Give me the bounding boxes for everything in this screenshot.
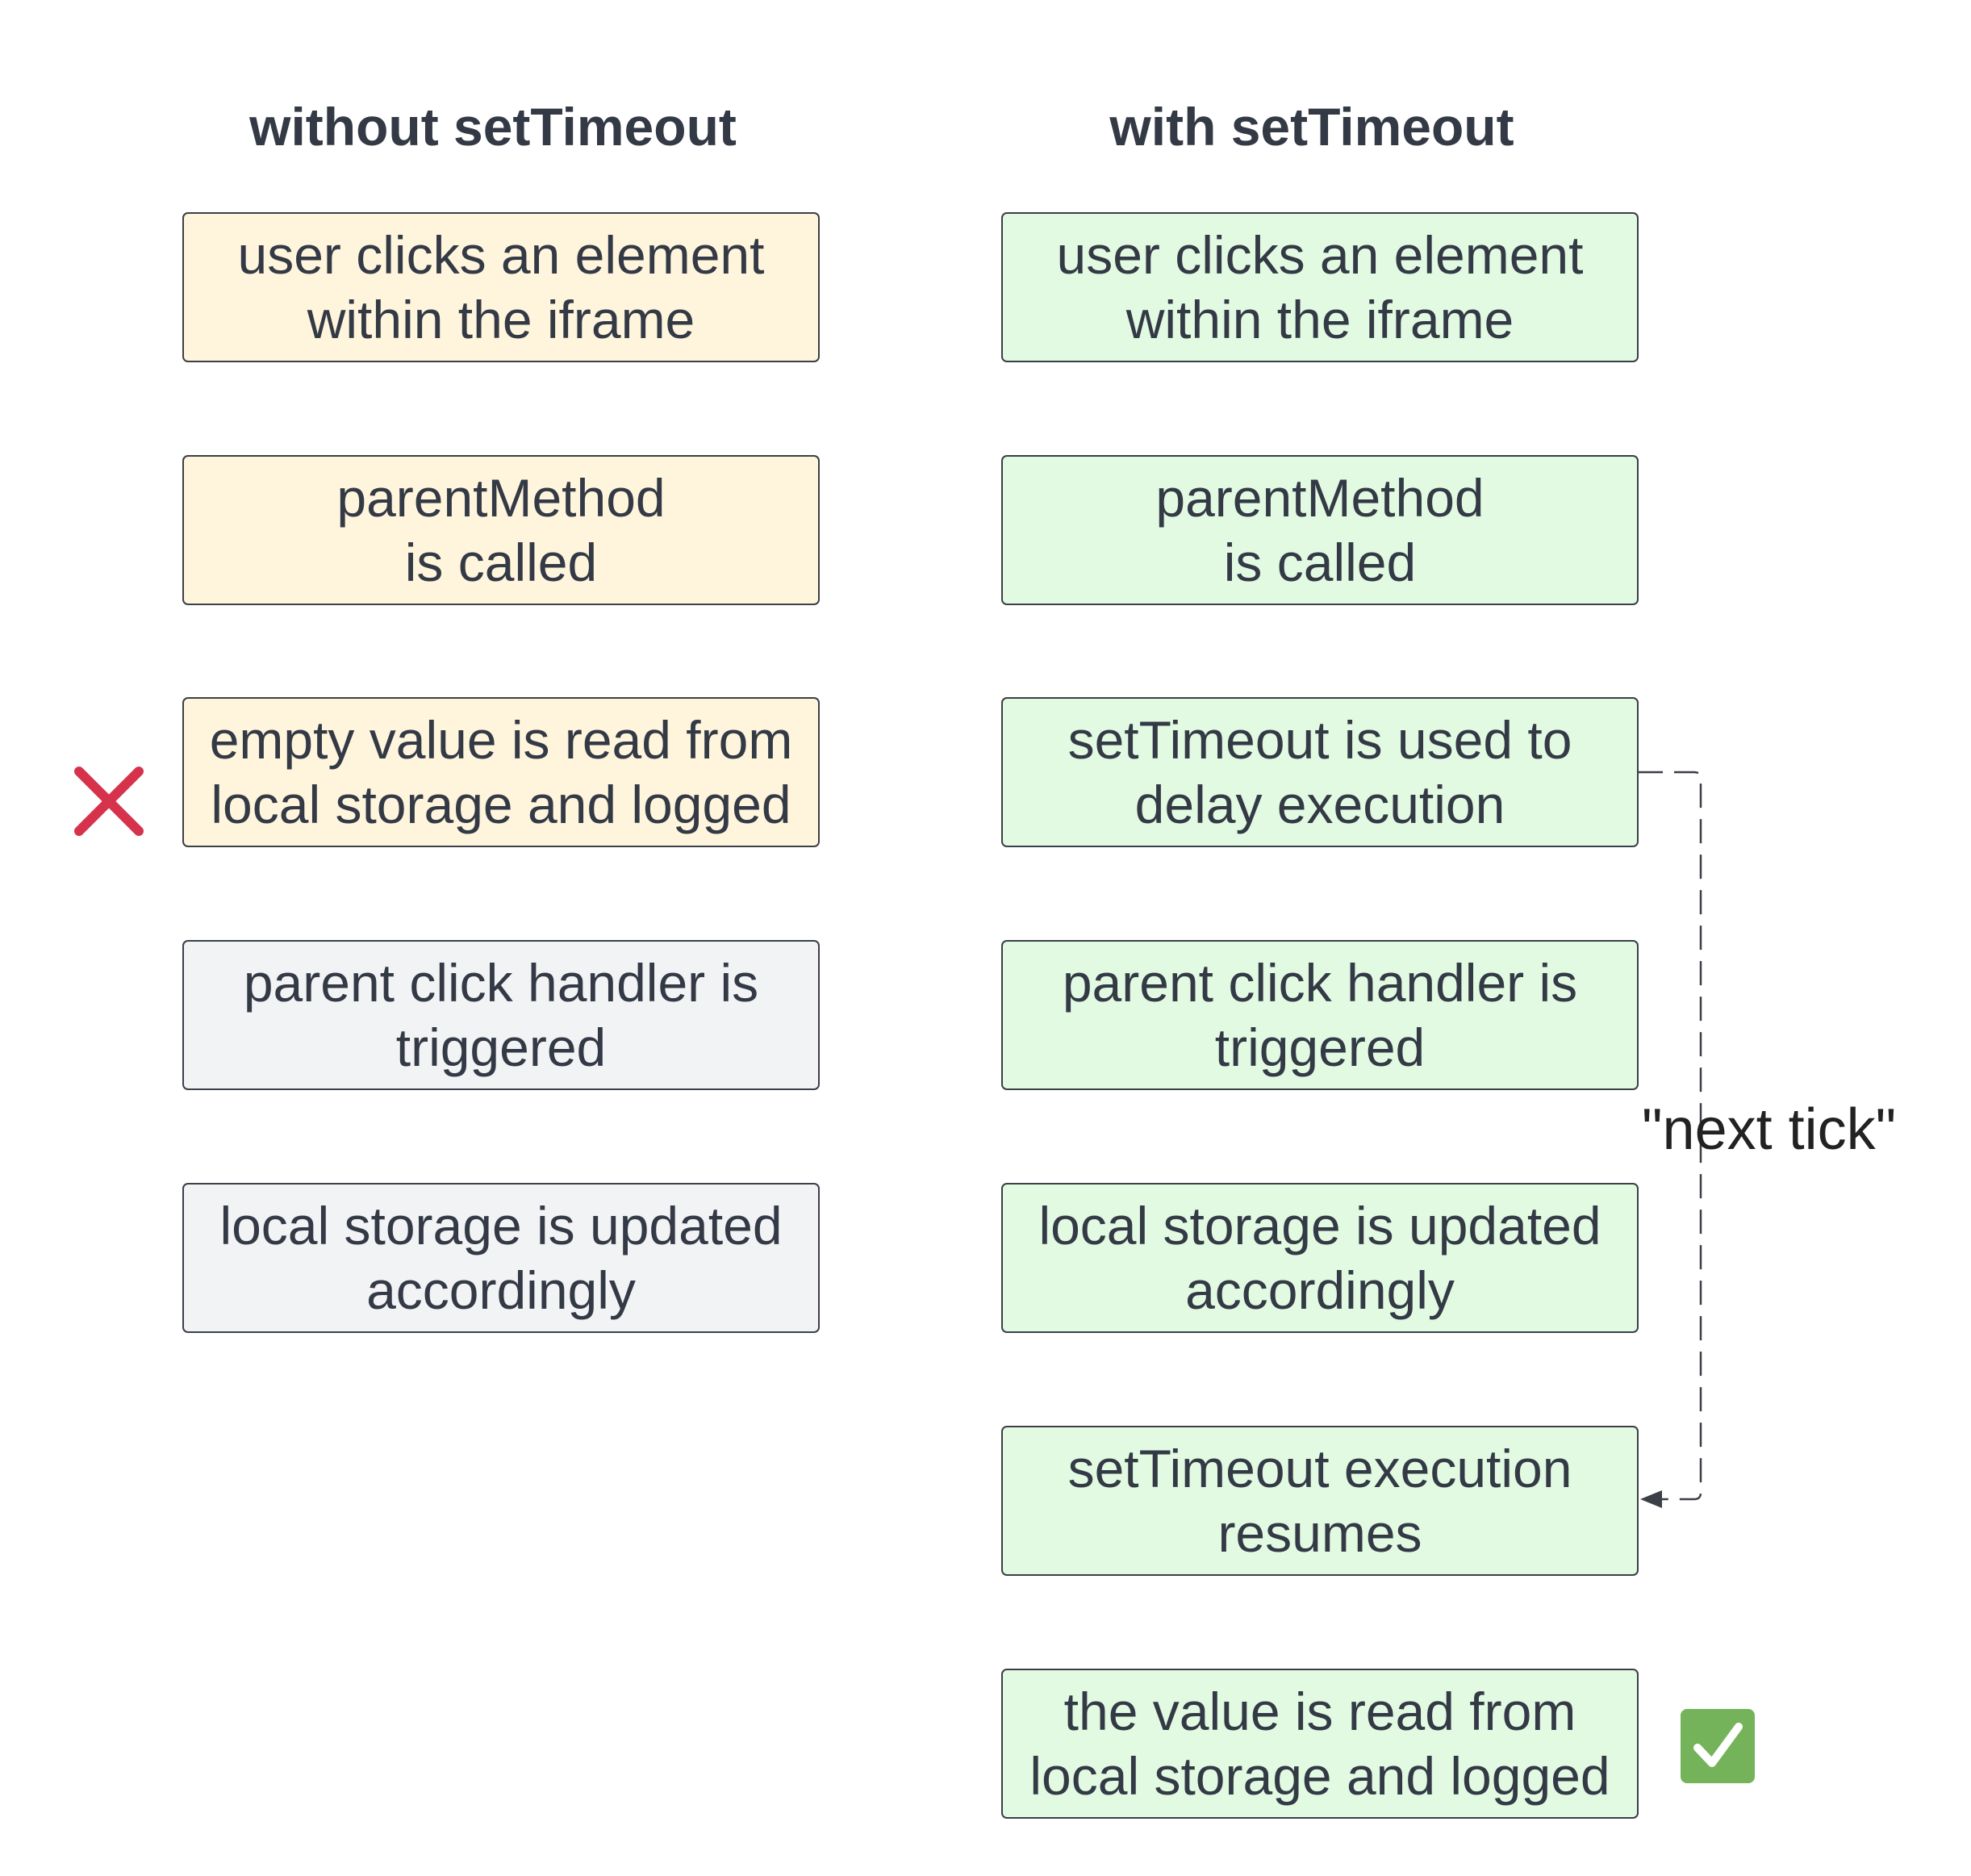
- left-column-title: without setTimeout: [249, 97, 737, 157]
- left-step-user-clicks: user clicks an element within the iframe: [182, 212, 820, 362]
- next-tick-arrowhead: [1640, 1490, 1662, 1508]
- right-step-local-storage-updated-label: local storage is updated accordingly: [1038, 1196, 1601, 1320]
- right-step-user-clicks-label: user clicks an element within the iframe: [1056, 225, 1584, 349]
- left-step-local-storage-updated: local storage is updated accordingly: [182, 1183, 820, 1333]
- left-step-parent-method-called-label: parentMethod is called: [336, 468, 666, 592]
- right-step-settimeout-resumes-label: setTimeout execution resumes: [1067, 1439, 1572, 1563]
- right-step-click-handler-triggered-label: parent click handler is triggered: [1062, 953, 1578, 1077]
- left-step-local-storage-updated-label: local storage is updated accordingly: [219, 1196, 783, 1320]
- left-step-empty-value-read: empty value is read from local storage a…: [182, 697, 820, 847]
- right-step-settimeout-resumes: setTimeout execution resumes: [1001, 1426, 1639, 1576]
- right-step-click-handler-triggered: parent click handler is triggered: [1001, 940, 1639, 1090]
- cross-icon: [74, 767, 144, 836]
- left-step-empty-value-read-label: empty value is read from local storage a…: [209, 710, 793, 834]
- left-step-user-clicks-label: user clicks an element within the iframe: [237, 225, 765, 349]
- left-step-click-handler-triggered-label: parent click handler is triggered: [243, 953, 759, 1077]
- right-column-title: with setTimeout: [1109, 97, 1514, 157]
- right-step-settimeout-used-label: setTimeout is used to delay execution: [1067, 710, 1572, 834]
- left-step-click-handler-triggered: parent click handler is triggered: [182, 940, 820, 1090]
- right-step-parent-method-called-label: parentMethod is called: [1155, 468, 1485, 592]
- check-icon: [1681, 1709, 1755, 1783]
- left-step-parent-method-called: parentMethod is called: [182, 455, 820, 605]
- right-step-settimeout-used: setTimeout is used to delay execution: [1001, 697, 1639, 847]
- right-step-parent-method-called: parentMethod is called: [1001, 455, 1639, 605]
- right-step-value-read-label: the value is read from local storage and…: [1029, 1682, 1610, 1806]
- next-tick-label: "next tick": [1642, 1097, 1897, 1162]
- right-step-local-storage-updated: local storage is updated accordingly: [1001, 1183, 1639, 1333]
- right-step-value-read: the value is read from local storage and…: [1001, 1669, 1639, 1819]
- right-step-user-clicks: user clicks an element within the iframe: [1001, 212, 1639, 362]
